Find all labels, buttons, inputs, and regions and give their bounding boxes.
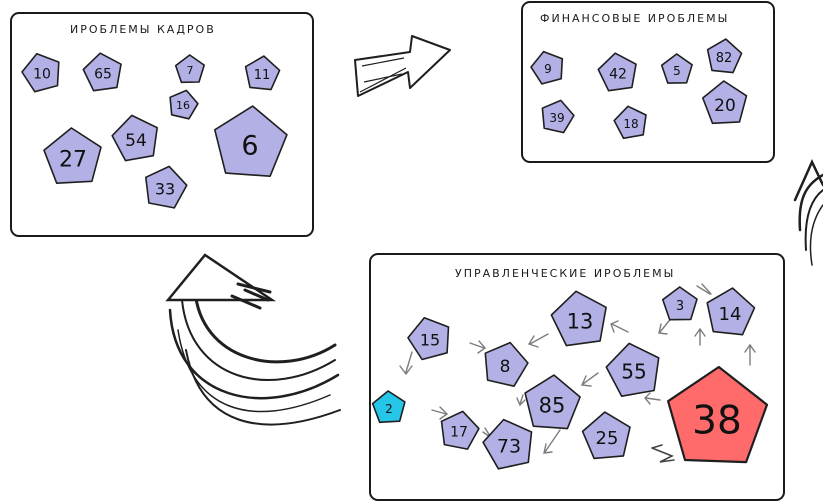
pentagon-shape [666,365,769,464]
hr-problem-6: 6 [214,105,288,177]
finance-problem-5: 5 [660,53,693,84]
pentagon-shape [482,418,533,470]
hr-problem-54: 54 [111,114,158,162]
management-flow-arrows [399,283,756,463]
pentagon-number: 2 [385,402,393,416]
pentagon-number: 82 [716,51,733,66]
pentagon-number: 14 [719,304,742,325]
arrow-hr-to-finance [354,35,451,97]
management-problem-8: 8 [484,341,529,388]
pentagon-shape [371,390,406,424]
pentagon-number: 25 [596,428,619,449]
management-problem-3: 3 [661,286,698,321]
pentagon-number: 20 [714,96,736,116]
management-problem-17: 17 [440,410,480,450]
pentagon-number: 17 [450,425,468,441]
pentagon-shape [169,89,199,120]
box-finance-title: ФИНАНСОВЫЕ ИРОБЛЕМЫ [540,12,729,25]
pentagon-number: 42 [609,67,627,83]
pentagon-shape [613,105,647,140]
finance-problem-82: 82 [706,38,743,74]
management-problem-38: 38 [666,365,769,464]
pentagon-shape [214,105,288,177]
pentagon-shape [597,52,637,92]
management-problem-15: 15 [407,316,450,361]
pentagon-shape [660,53,693,84]
finance-problem-9: 9 [530,50,564,85]
pentagon-number: 16 [176,99,190,112]
box-management-title: УПРАВЛЕНЧЕСКИЕ ИРОБЛЕМЫ [455,267,675,280]
pentagon-shape [550,290,607,347]
box-finance [521,1,775,163]
management-problem-85: 85 [524,374,581,430]
pentagon-shape [244,55,281,91]
hr-problem-11: 11 [244,55,281,91]
finance-problem-39: 39 [541,99,575,134]
box-hr-title: ИРОБЛЕМЫ КАДРОВ [70,23,216,36]
pentagon-shape [581,411,631,460]
pentagon-shape [541,99,575,134]
pentagon-number: 7 [187,64,194,77]
management-problem-25: 25 [581,411,631,460]
hr-problem-7: 7 [174,54,205,84]
arrow-management-to-hr [165,253,341,426]
pentagon-shape [111,114,158,162]
pentagon-number: 10 [33,67,51,83]
pentagon-shape [145,165,188,209]
pentagon-shape [174,54,205,84]
pentagon-number: 5 [673,64,681,78]
pentagon-number: 3 [676,299,684,314]
finance-problem-20: 20 [701,80,748,125]
pentagon-shape [706,287,756,336]
management-problem-14: 14 [706,287,756,336]
finance-problem-18: 18 [613,105,647,140]
management-problem-55: 55 [605,342,660,398]
hr-problem-33: 33 [145,165,188,209]
pentagon-number: 27 [59,147,87,172]
pentagon-shape [530,50,564,85]
pentagon-shape [407,316,450,361]
pentagon-number: 65 [94,67,112,83]
pentagon-number: 39 [549,111,564,125]
pentagon-shape [21,52,60,93]
pentagon-number: 11 [254,68,271,83]
pentagon-number: 33 [155,179,175,198]
management-problem-13: 13 [550,290,607,347]
pentagon-shape [484,341,529,388]
pentagon-number: 55 [621,360,646,384]
management-problem-73: 73 [482,418,533,470]
pentagon-shape [524,374,581,430]
pentagon-number: 18 [623,117,638,131]
pentagon-shape [661,286,698,321]
hr-problem-65: 65 [82,52,122,92]
pentagon-shape [706,38,743,74]
management-problem-2: 2 [371,390,406,424]
pentagon-number: 38 [692,399,742,444]
pentagon-shape [43,127,102,184]
pentagon-shape [701,80,748,125]
pentagon-number: 13 [567,309,594,333]
management-problems-group: 15 13 3 14 8 55 2 85 17 73 25 38 [371,286,769,470]
finance-problem-42: 42 [597,52,637,92]
arrow-finance-to-management [793,159,823,266]
pentagon-shape [605,342,660,398]
pentagon-number: 15 [420,330,440,349]
pentagon-shape [82,52,122,92]
pentagon-number: 9 [544,62,552,76]
pentagon-number: 54 [125,131,147,151]
pentagon-number: 8 [500,357,511,377]
pentagon-shape [440,410,480,450]
hr-problem-27: 27 [43,127,102,184]
pentagon-number: 85 [539,393,566,417]
pentagon-number: 73 [497,436,521,458]
pentagon-number: 6 [241,131,258,162]
hr-problems-group: 10 65 7 11 16 54 27 6 33 [21,52,288,209]
finance-problems-group: 9 42 5 82 39 18 20 [530,38,748,140]
hr-problem-16: 16 [169,89,199,120]
hr-problem-10: 10 [21,52,60,93]
